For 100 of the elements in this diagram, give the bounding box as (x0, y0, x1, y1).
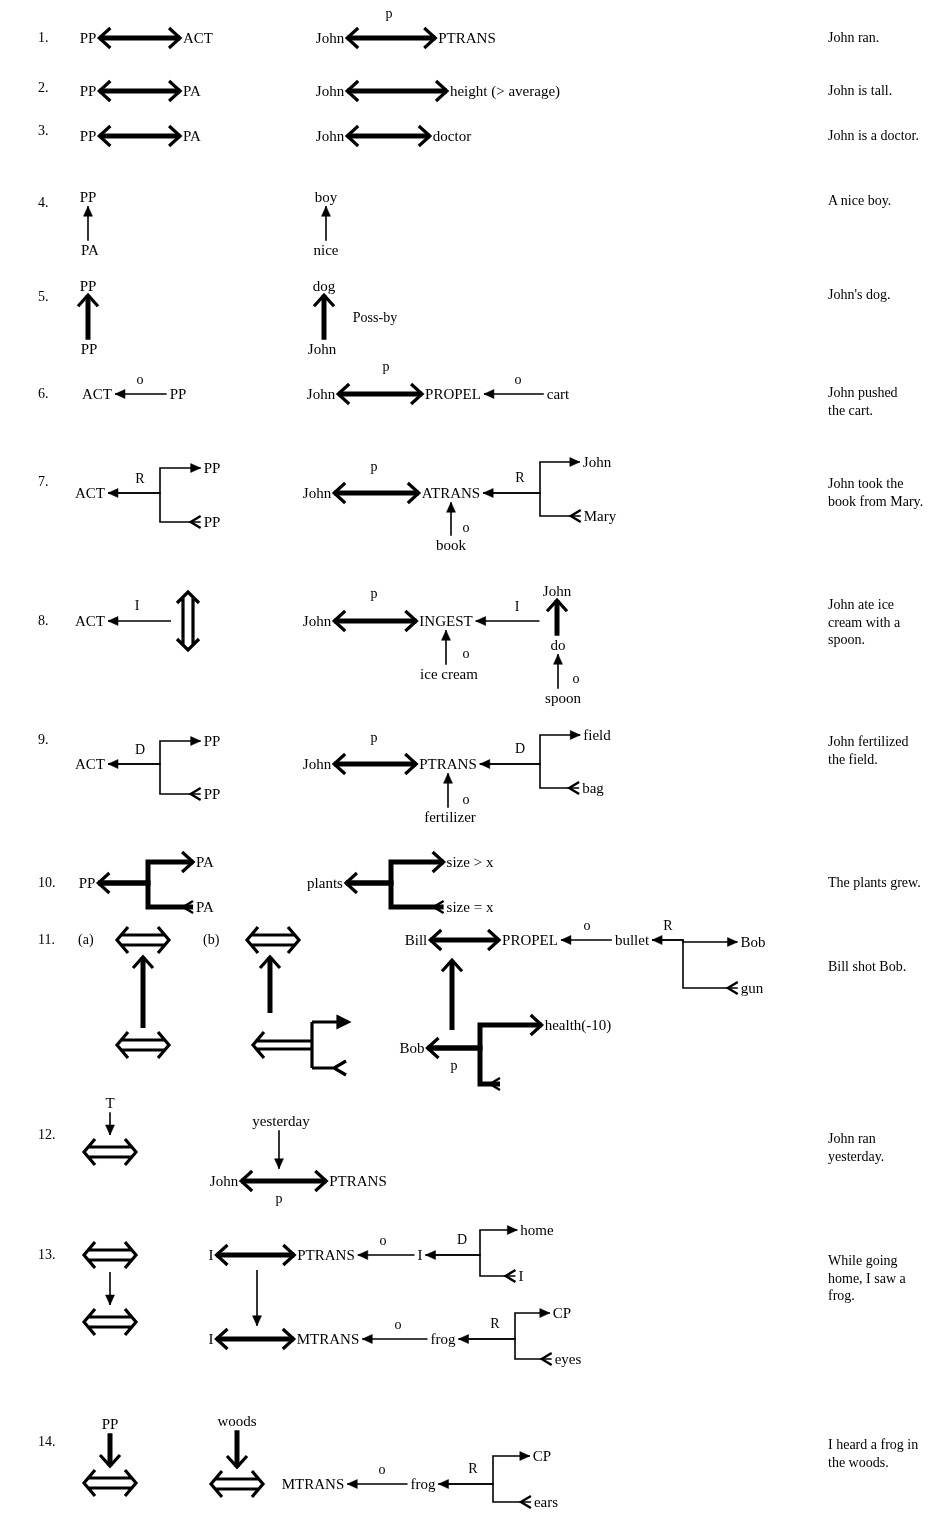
example-sentence: John's dog. (828, 286, 891, 304)
double-arrow (332, 481, 421, 505)
term-label: PROPEL (425, 385, 481, 403)
term-label: CP (552, 1304, 572, 1322)
arrow (83, 205, 93, 242)
double-arrow (425, 1013, 544, 1060)
term-label: John (315, 82, 345, 100)
term-label: ACT (75, 484, 105, 502)
term-label: John (315, 29, 345, 47)
term-label: frog (430, 1330, 456, 1348)
example-sentence: The plants grew. (828, 874, 921, 892)
arrow (457, 1338, 553, 1367)
arrow (356, 1250, 416, 1260)
edge-label: I (133, 599, 141, 613)
term-label: John (315, 127, 345, 145)
double-arrow (97, 26, 182, 50)
term-label: woods (217, 1412, 257, 1430)
term-label: PP (79, 188, 97, 206)
arrow (437, 1483, 533, 1510)
arrow (105, 1271, 115, 1306)
double-arrow (344, 850, 446, 895)
term-label: Mary (583, 507, 617, 525)
term-label: size = x (446, 898, 494, 916)
arrow (443, 772, 453, 809)
term-label: INGEST (419, 612, 473, 630)
term-label: PP (203, 459, 221, 477)
arrow (553, 653, 563, 690)
term-label: fertilizer (424, 808, 476, 826)
term-label: health(-10) (544, 1016, 612, 1034)
row-number: 1. (38, 29, 49, 47)
row-number: 5. (38, 288, 49, 306)
term-label: PP (78, 874, 96, 892)
term-label: ACT (75, 612, 105, 630)
arrow (560, 935, 613, 945)
arrow (483, 389, 545, 399)
edge-label: R (134, 472, 146, 486)
term-label: PP (203, 513, 221, 531)
term-label: Bob (399, 1039, 425, 1057)
double-arrow (345, 124, 432, 148)
double-arrow (76, 293, 100, 340)
term-label: I (518, 1267, 524, 1285)
arrow (274, 1129, 284, 1170)
double-arrow-symbol (208, 1468, 266, 1500)
example-sentence: John took the book from Mary. (828, 474, 925, 510)
term-label: MTRANS (281, 1475, 345, 1493)
term-label: PP (79, 29, 97, 47)
double-arrow (345, 79, 449, 103)
edge-label: R (662, 919, 674, 933)
example-sentence: John ran. (828, 29, 880, 47)
arrow (446, 501, 456, 537)
term-label: nice (313, 241, 339, 259)
arrow (321, 205, 331, 242)
row-number: 2. (38, 79, 49, 97)
row-number: 13. (38, 1246, 56, 1264)
term-label: John (306, 385, 336, 403)
term-label: gun (740, 979, 764, 997)
term-label: ATRANS (421, 484, 481, 502)
double-arrow (225, 1430, 249, 1469)
arrow (424, 1254, 517, 1284)
edge-label: D (455, 1233, 469, 1247)
term-label: PA (183, 82, 201, 100)
term-label: eyes (554, 1350, 582, 1368)
term-label: yesterday (252, 1112, 310, 1130)
double-arrow-symbol (81, 1306, 139, 1338)
term-label: PP (79, 127, 97, 145)
double-arrow (440, 958, 464, 1030)
double-arrow-symbol (244, 924, 302, 956)
example-sentence: A nice boy. (828, 192, 892, 210)
branching-arrow-symbol (250, 1014, 350, 1076)
term-label: I (208, 1330, 214, 1348)
row-number: 9. (38, 731, 49, 749)
double-arrow (332, 609, 418, 633)
double-arrow (239, 1169, 328, 1193)
double-arrow (98, 880, 195, 915)
example-sentence: John is a doctor. (828, 127, 919, 145)
term-label: PA (183, 127, 201, 145)
double-arrow-symbol (174, 589, 202, 653)
term-label: size > x (446, 853, 494, 871)
arrow (107, 763, 202, 802)
term-label: PA (81, 241, 99, 259)
arrow (651, 939, 739, 996)
double-arrow (428, 928, 501, 952)
term-label: PP (203, 732, 221, 750)
row-number: 4. (38, 194, 49, 212)
arrow (346, 1479, 409, 1489)
term-label: PTRANS (419, 755, 477, 773)
term-label: PP (79, 277, 97, 295)
term-label: ACT (183, 29, 213, 47)
arrow (107, 616, 172, 626)
term-label: Bill (404, 931, 428, 949)
double-arrow-symbol (114, 1029, 172, 1061)
term-label: John (209, 1172, 239, 1190)
arrow (474, 616, 541, 626)
term-label: PA (196, 898, 214, 916)
edge-label: R (514, 471, 526, 485)
row-number: 3. (38, 122, 49, 140)
term-label: PTRANS (297, 1246, 355, 1264)
double-arrow (97, 124, 182, 148)
example-sentence: Bill shot Bob. (828, 958, 907, 976)
row-number: 12. (38, 1126, 56, 1144)
